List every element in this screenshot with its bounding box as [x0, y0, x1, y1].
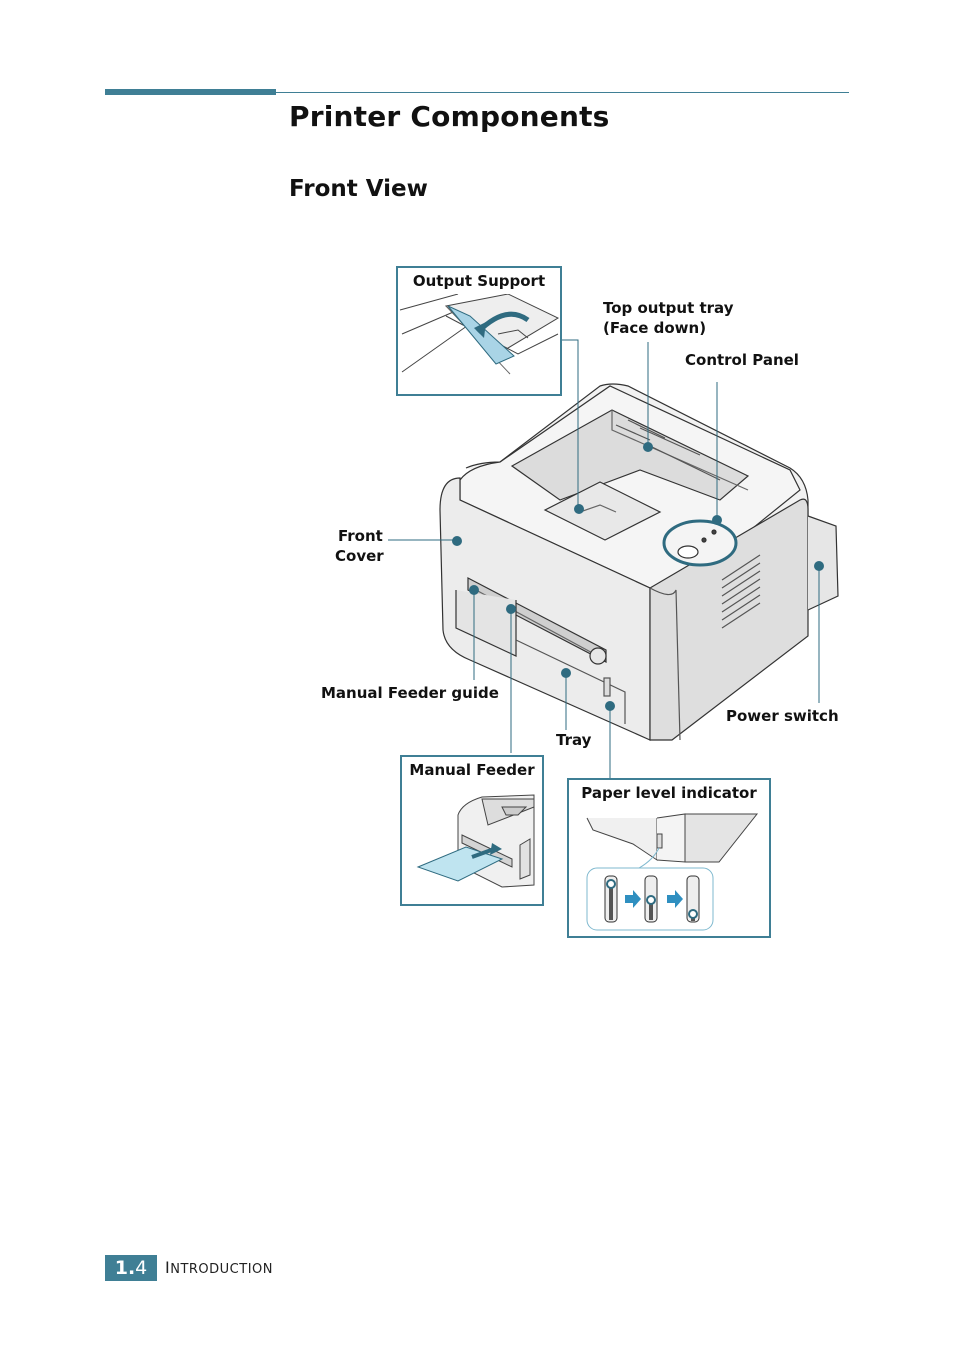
control-panel-label: Control Panel — [685, 351, 799, 369]
output-support-inset: Output Support — [396, 266, 562, 396]
section-initial: I — [165, 1258, 171, 1277]
page-number-badge: 1.4 — [105, 1255, 157, 1281]
section-footer: INTRODUCTION — [165, 1258, 273, 1277]
manual-feeder-guide-label: Manual Feeder guide — [321, 684, 499, 702]
page-chapter: 1. — [114, 1257, 136, 1279]
output-support-label: Output Support — [412, 272, 546, 290]
manual-feeder-label: Manual Feeder — [409, 761, 535, 779]
top-output-tray-label-1: Top output tray — [603, 299, 734, 317]
output-support-illustration — [399, 294, 560, 375]
header-rule-thick — [105, 89, 276, 95]
section-rest: NTRODUCTION — [170, 1262, 273, 1277]
tray-label: Tray — [556, 731, 592, 749]
header-rule-thin — [276, 92, 849, 93]
paper-level-indicator-illustration — [586, 813, 759, 931]
front-cover-label-1: Front — [338, 527, 383, 545]
paper-level-indicator-inset: Paper level indicator — [567, 778, 771, 938]
page-number: 4 — [135, 1257, 148, 1279]
top-output-tray-label-2: (Face down) — [603, 319, 707, 337]
manual-feeder-illustration — [416, 794, 535, 888]
page-title: Printer Components — [289, 100, 610, 133]
power-switch-label: Power switch — [726, 707, 839, 725]
section-title: Front View — [289, 176, 428, 202]
front-cover-label-2: Cover — [335, 547, 384, 565]
manual-feeder-inset: Manual Feeder — [400, 755, 544, 906]
paper-level-indicator-label: Paper level indicator — [581, 784, 757, 802]
